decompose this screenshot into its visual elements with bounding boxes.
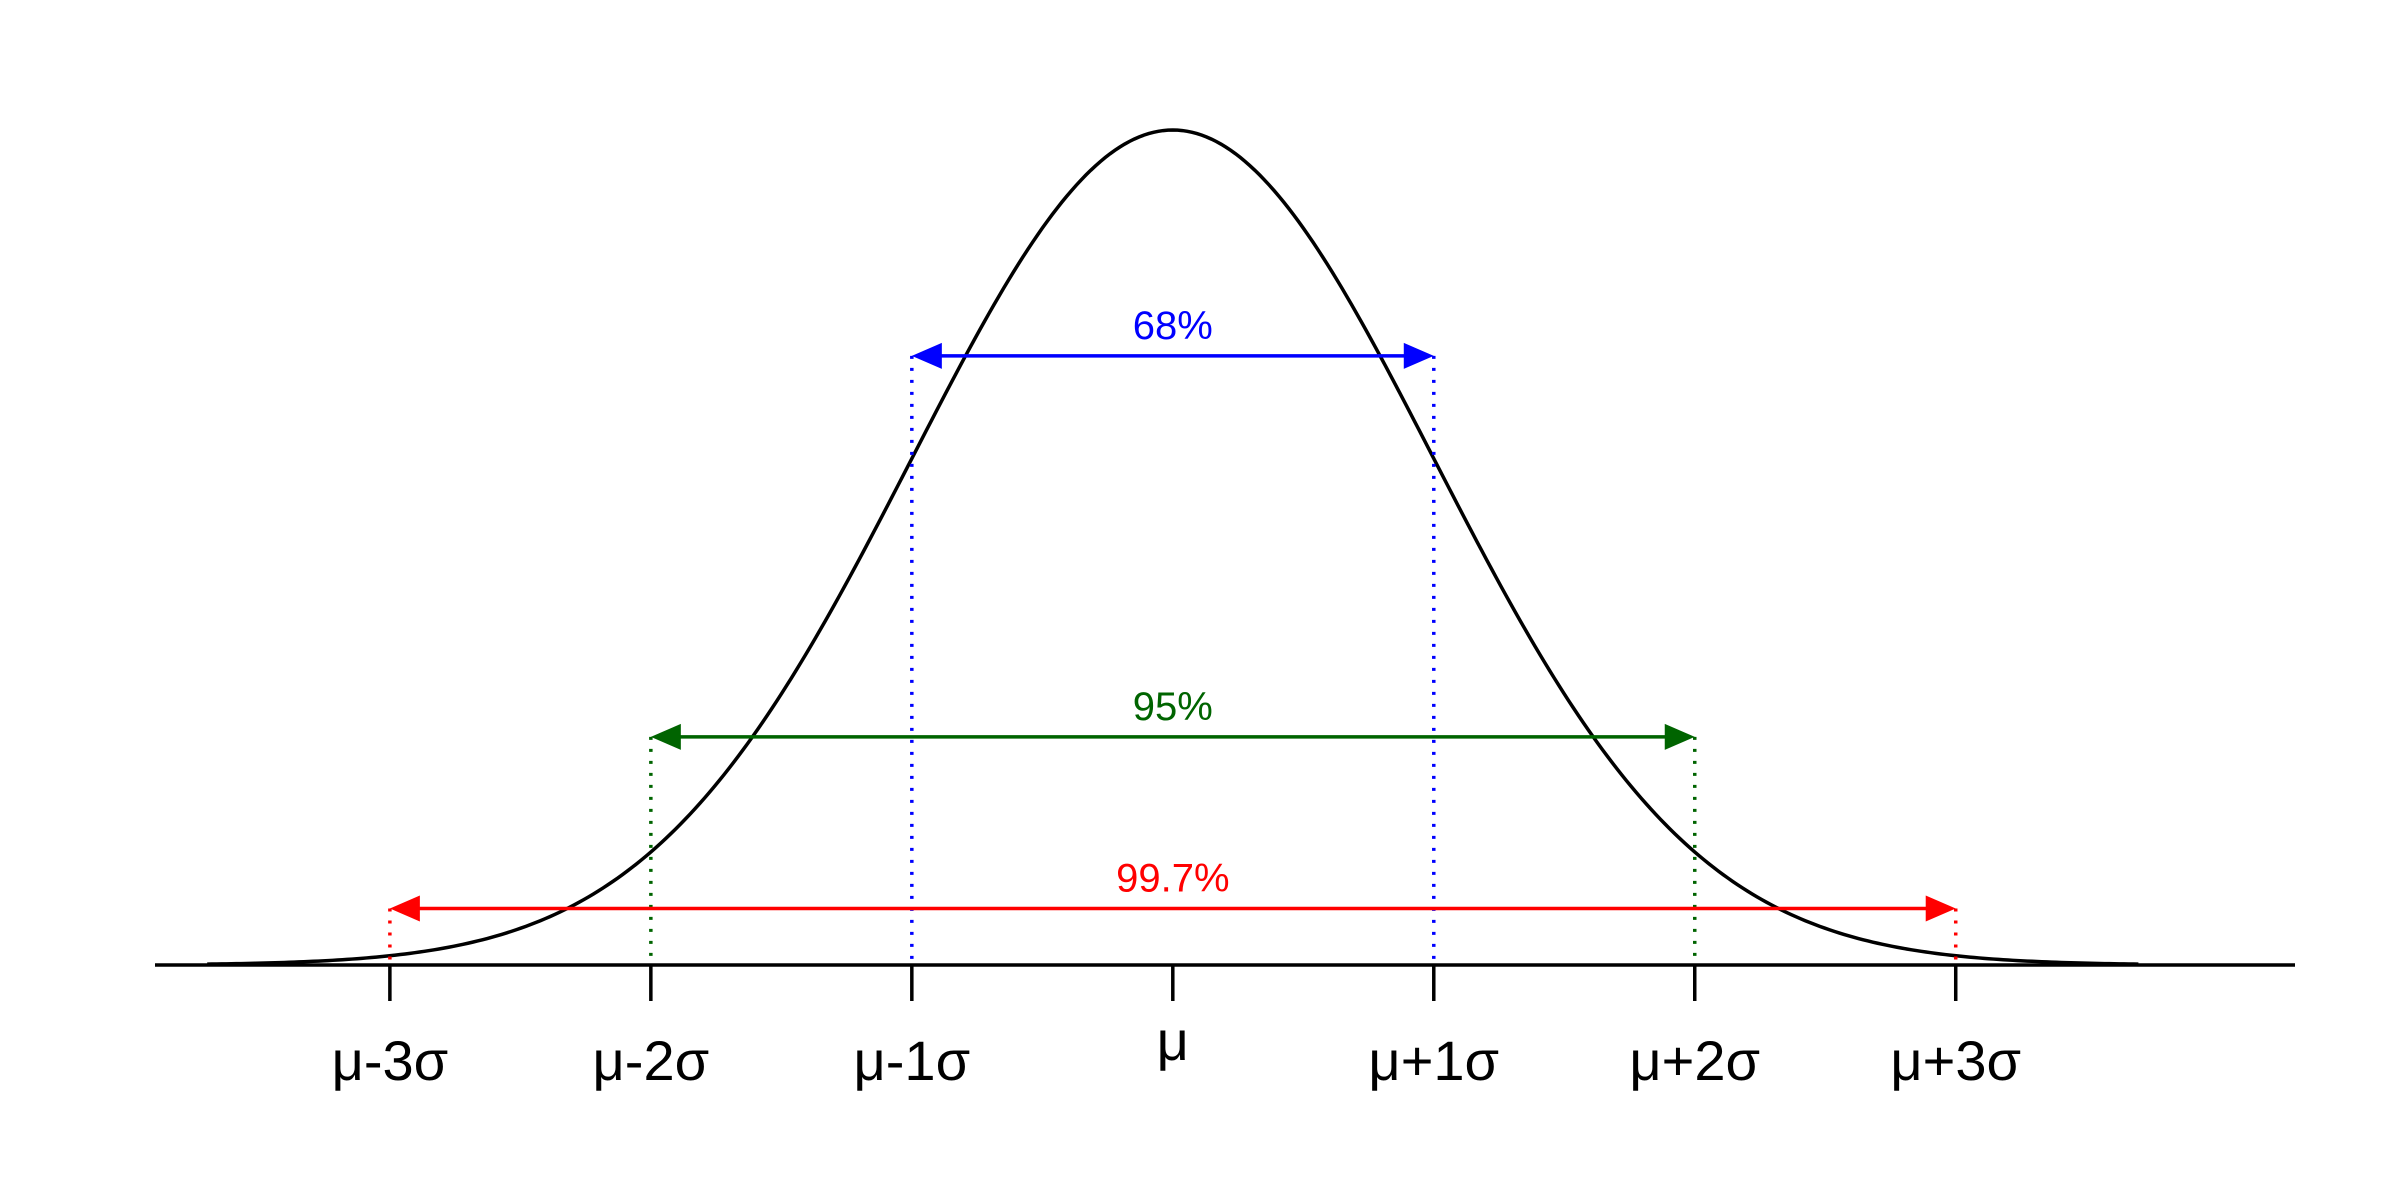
range-annotations: 68% 95% 99.7% (388, 304, 1958, 965)
range-annotation: 95% (649, 685, 1697, 965)
range-percent-label: 95% (1133, 685, 1213, 729)
arrow-left-icon (650, 723, 681, 750)
range-annotation: 99.7% (388, 856, 1958, 965)
x-tick-label: μ-2σ (593, 1029, 710, 1092)
x-tick-label: μ+2σ (1629, 1029, 1760, 1092)
arrow-left-icon (389, 895, 420, 922)
x-tick-label: μ (1157, 1009, 1189, 1072)
x-tick-label: μ+3σ (1890, 1029, 2021, 1092)
arrow-right-icon (1925, 895, 1956, 922)
range-percent-label: 68% (1133, 304, 1213, 348)
x-axis-ticks: μ-3σ μ-2σ μ-1σ μ μ+1σ μ+2σ μ+3σ (332, 964, 2021, 1092)
normal-curve (207, 128, 2139, 966)
range-percent-label: 99.7% (1116, 856, 1229, 900)
range-annotation: 68% (910, 304, 1436, 965)
arrow-right-icon (1403, 342, 1434, 369)
arrow-left-icon (911, 342, 942, 369)
x-tick-label: μ-1σ (854, 1029, 971, 1092)
arrow-right-icon (1664, 723, 1695, 750)
x-tick-label: μ-3σ (332, 1029, 449, 1092)
x-tick-label: μ+1σ (1368, 1029, 1499, 1092)
